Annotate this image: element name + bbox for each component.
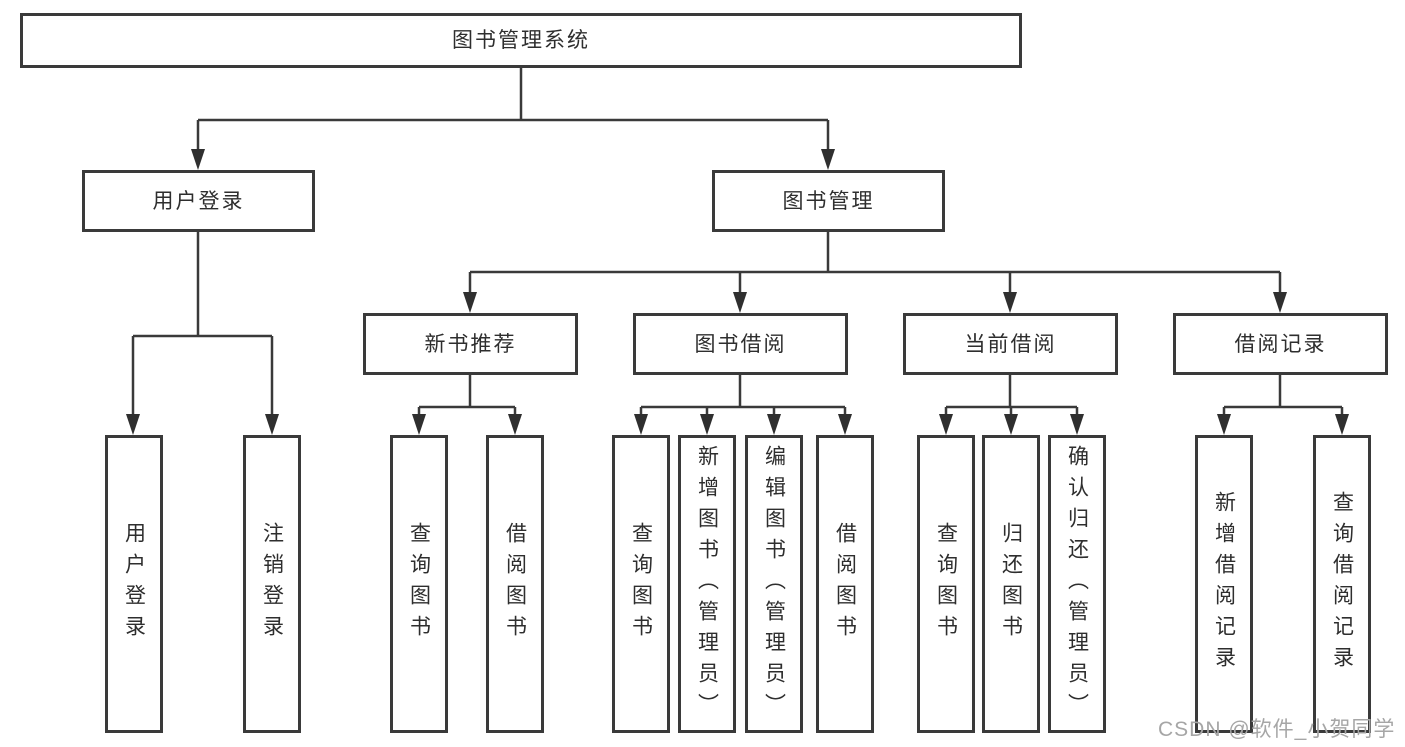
node-new-book-recommend: 新书推荐 — [363, 313, 578, 375]
leaf-query-books-recommend: 查询图书 — [390, 435, 448, 733]
leaf-query-books-current: 查询图书 — [917, 435, 975, 733]
node-user-login: 用户登录 — [82, 170, 315, 232]
leaf-confirm-return-admin: 确认归还（管理员） — [1048, 435, 1106, 733]
leaf-borrow-books: 借阅图书 — [816, 435, 874, 733]
leaf-query-books-borrowing: 查询图书 — [612, 435, 670, 733]
watermark: CSDN @软件_小贺同学 — [1158, 718, 1396, 741]
leaf-logout: 注销登录 — [243, 435, 301, 733]
node-current-borrowing: 当前借阅 — [903, 313, 1118, 375]
leaf-add-borrow-record: 新增借阅记录 — [1195, 435, 1253, 733]
leaf-edit-books-admin: 编辑图书（管理员） — [745, 435, 803, 733]
node-book-borrowing: 图书借阅 — [633, 313, 848, 375]
leaf-query-borrow-record: 查询借阅记录 — [1313, 435, 1371, 733]
leaf-add-books-admin: 新增图书（管理员） — [678, 435, 736, 733]
leaf-return-books: 归还图书 — [982, 435, 1040, 733]
node-book-management: 图书管理 — [712, 170, 945, 232]
leaf-borrow-books-recommend: 借阅图书 — [486, 435, 544, 733]
node-library-system: 图书管理系统 — [20, 13, 1022, 68]
leaf-user-login: 用户登录 — [105, 435, 163, 733]
node-borrow-records: 借阅记录 — [1173, 313, 1388, 375]
